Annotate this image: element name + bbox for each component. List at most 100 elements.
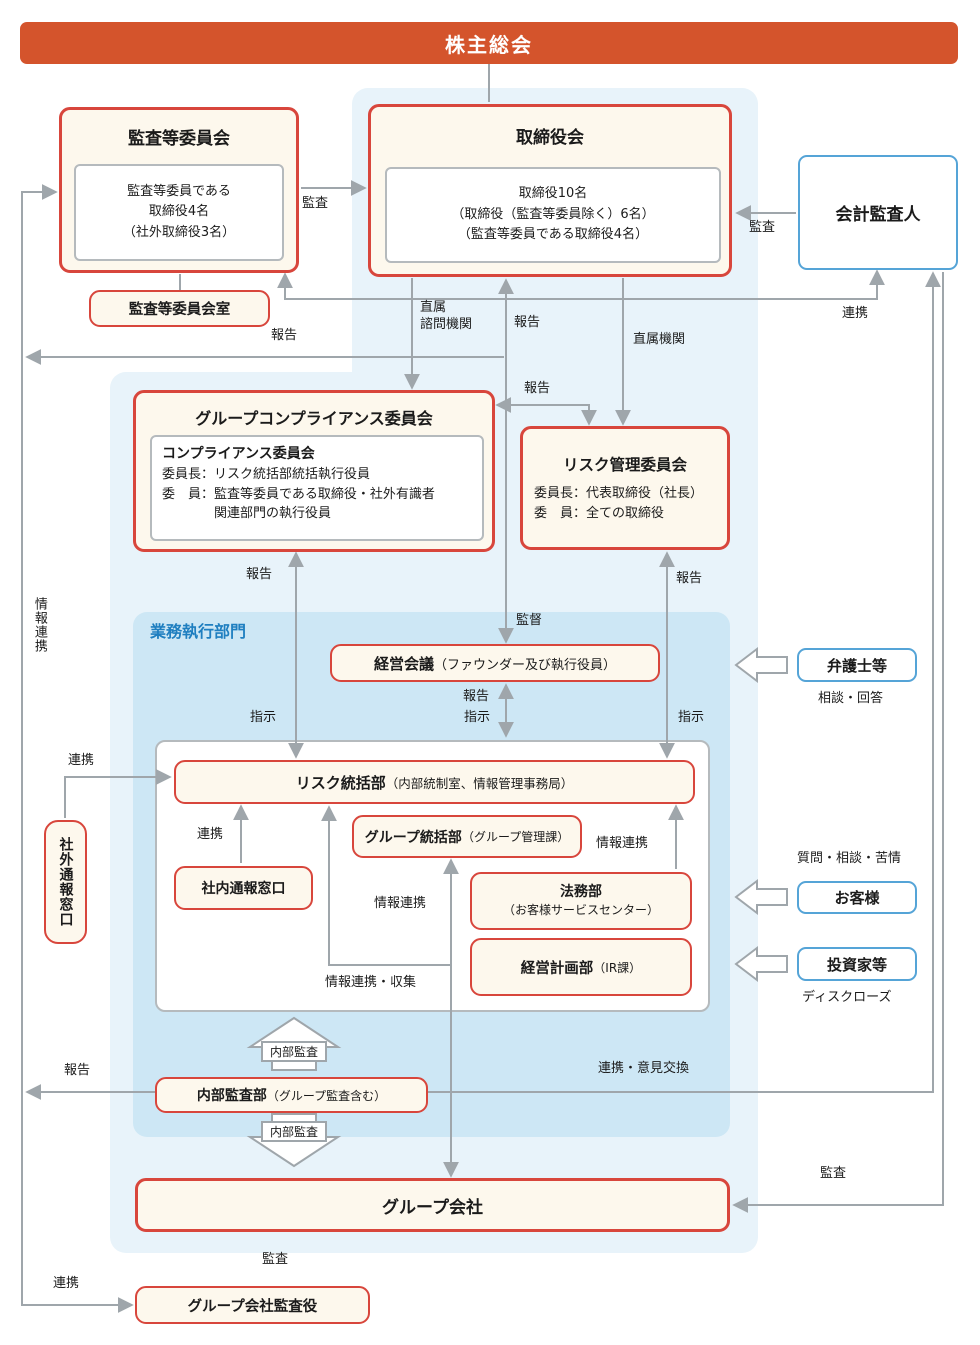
internal-audit-up-label: 内部監査 bbox=[269, 1045, 318, 1059]
internal-report-desk-title: 社内通報窓口 bbox=[201, 881, 286, 897]
label-hokoku-audit-dept: 報告 bbox=[64, 1063, 91, 1078]
label-chokuzoku-shimon: 直属 諮問機関 bbox=[420, 300, 473, 332]
label-renkei-internal: 連携 bbox=[197, 827, 224, 842]
audit-committee-line2: 取締役4名 bbox=[148, 204, 210, 220]
risk-management-committee-title: リスク管理委員会 bbox=[562, 456, 687, 474]
label-audit-to-board: 監査 bbox=[302, 196, 329, 211]
audit-committee-line1: 監査等委員である bbox=[127, 183, 231, 199]
compliance-committee-detail: コンプライアンス委員会 委員長：リスク統括部統括執行役員 委 員：監査等委員であ… bbox=[150, 435, 484, 541]
accounting-auditor-title: 会計監査人 bbox=[835, 205, 921, 225]
risk-control-dept-paren: （内部統制室、情報管理事務局） bbox=[385, 775, 574, 791]
investors-box: 投資家等 bbox=[797, 947, 917, 981]
internal-report-desk-box: 社内通報窓口 bbox=[174, 866, 313, 910]
group-control-dept-paren: （グループ管理課） bbox=[461, 830, 570, 844]
external-report-desk-box: 社外通報窓口 bbox=[44, 820, 87, 944]
label-joho-renkei-collect: 情報連携・収集 bbox=[325, 975, 417, 990]
label-renkei-iken: 連携・意見交換 bbox=[598, 1061, 690, 1076]
board-detail: 取締役10名 （取締役（監査等委員除く）6名） （監査等委員である取締役4名） bbox=[385, 167, 721, 263]
audit-committee-office-box: 監査等委員会室 bbox=[89, 290, 270, 327]
internal-audit-down-label: 内部監査 bbox=[269, 1125, 318, 1139]
board-line2: （取締役（監査等委員除く）6名） bbox=[451, 206, 655, 222]
lawyers-box: 弁護士等 bbox=[797, 648, 917, 682]
group-company-auditors-box: グループ会社監査役 bbox=[135, 1286, 370, 1324]
investors-title: 投資家等 bbox=[826, 955, 887, 974]
management-meeting-box: 経営会議（ファウンダー及び執行役員） bbox=[330, 644, 660, 682]
label-hokoku-left: 報告 bbox=[271, 328, 298, 343]
label-shitsumon: 質問・相談・苦情 bbox=[797, 851, 902, 866]
board-line3: （監査等委員である取締役4名） bbox=[457, 227, 649, 243]
customers-box: お客様 bbox=[797, 881, 917, 914]
label-joho-renkei-legal: 情報連携 bbox=[596, 836, 649, 851]
line-hokoku-committees bbox=[495, 397, 597, 426]
shareholders-meeting-banner: 株主総会 bbox=[20, 22, 958, 64]
internal-audit-dept-title: 内部監査部 bbox=[196, 1088, 267, 1104]
risk-management-committee-detail: 委員長：代表取締役（社長） 委 員：全ての取締役 bbox=[534, 484, 727, 524]
label-chokuzoku-kikan: 直属機関 bbox=[633, 332, 686, 347]
lawyers-title: 弁護士等 bbox=[826, 656, 887, 675]
label-hokoku-mgmt: 報告 bbox=[463, 689, 490, 704]
label-renkei-auditor: 連携 bbox=[842, 306, 869, 321]
group-control-dept-box: グループ統括部（グループ管理課） bbox=[352, 815, 582, 858]
internal-audit-dept-paren: （グループ監査含む） bbox=[266, 1088, 387, 1103]
group-company-auditors-title: グループ会社監査役 bbox=[187, 1298, 318, 1315]
label-hokoku-committees: 報告 bbox=[524, 381, 551, 396]
label-kansa-group: 監査 bbox=[820, 1166, 847, 1181]
label-kantoku: 監督 bbox=[516, 613, 543, 628]
label-shiji-mgmt: 指示 bbox=[464, 710, 491, 725]
audit-committee-detail: 監査等委員である 取締役4名 （社外取締役3名） bbox=[74, 164, 284, 261]
audit-committee-line3: （社外取締役3名） bbox=[122, 224, 236, 240]
label-hokoku-compliance: 報告 bbox=[246, 567, 273, 582]
line-auditdept-auditor bbox=[428, 271, 941, 1093]
line-rail-to-auditcmte bbox=[21, 184, 58, 356]
block-arrow-lawyers bbox=[734, 646, 788, 684]
audit-committee-office-title: 監査等委員会室 bbox=[128, 302, 231, 318]
internal-audit-down-badge: 内部監査 bbox=[261, 1121, 327, 1142]
customers-title: お客様 bbox=[834, 889, 880, 907]
label-shiji-left: 指示 bbox=[250, 710, 277, 725]
line-rail-to-groupauditors bbox=[21, 356, 134, 1313]
compliance-committee-subtitle: コンプライアンス委員会 bbox=[162, 446, 315, 462]
block-arrow-customers bbox=[734, 878, 788, 916]
line-auditor-groupco bbox=[732, 272, 944, 1213]
planning-dept-title: 経営計画部 bbox=[520, 960, 594, 977]
label-hokoku-risk: 報告 bbox=[676, 571, 703, 586]
label-auditor-to-board: 監査 bbox=[749, 220, 776, 235]
legal-dept-paren: （お客様サービスセンター） bbox=[502, 903, 659, 918]
legal-dept-title: 法務部 bbox=[560, 884, 602, 901]
label-hokoku-board: 報告 bbox=[514, 315, 541, 330]
line-renkei-auditor bbox=[277, 269, 885, 300]
risk-control-dept-title: リスク統括部 bbox=[295, 773, 386, 792]
label-joho-renkei-rail: 情報連携 bbox=[31, 597, 47, 653]
line-external-desk-renkei bbox=[64, 769, 172, 818]
shareholders-meeting-label: 株主総会 bbox=[445, 32, 533, 57]
label-shiji-right: 指示 bbox=[678, 710, 705, 725]
label-renkei-bottom: 連携 bbox=[53, 1276, 80, 1291]
block-arrow-investors bbox=[734, 945, 788, 983]
internal-audit-up-badge: 内部監査 bbox=[261, 1041, 327, 1062]
board-title: 取締役会 bbox=[516, 128, 584, 148]
label-kansa-group-auditors: 監査 bbox=[262, 1252, 289, 1267]
compliance-line2: 委 員：監査等委員である取締役・社外有識者 bbox=[162, 486, 435, 502]
group-companies-title: グループ会社 bbox=[382, 1197, 483, 1218]
group-control-dept-title: グループ統括部 bbox=[364, 829, 462, 846]
compliance-line1: 委員長：リスク統括部統括執行役員 bbox=[162, 467, 371, 482]
risk-management-committee-box: リスク管理委員会 委員長：代表取締役（社長） 委 員：全ての取締役 bbox=[520, 426, 730, 550]
audit-committee-title: 監査等委員会 bbox=[128, 129, 230, 149]
label-renkei-external: 連携 bbox=[68, 753, 95, 768]
planning-dept-box: 経営計画部（IR課） bbox=[470, 938, 692, 996]
risk-cmte-line2: 委 員：全ての取締役 bbox=[534, 506, 665, 522]
management-meeting-paren: （ファウンダー及び執行役員） bbox=[434, 657, 617, 673]
label-sodan-kaito: 相談・回答 bbox=[818, 691, 884, 706]
label-disclose: ディスクローズ bbox=[802, 990, 892, 1005]
legal-dept-box: 法務部 （お客様サービスセンター） bbox=[470, 872, 692, 930]
external-report-desk-title: 社外通報窓口 bbox=[57, 837, 74, 927]
internal-audit-dept-box: 内部監査部（グループ監査含む） bbox=[155, 1077, 428, 1113]
exec-division-label: 業務執行部門 bbox=[150, 622, 247, 641]
accounting-auditor-box: 会計監査人 bbox=[798, 155, 958, 270]
group-companies-box: グループ会社 bbox=[135, 1178, 730, 1232]
label-joho-renkei-mid: 情報連携 bbox=[374, 896, 427, 911]
board-box: 取締役会 取締役10名 （取締役（監査等委員除く）6名） （監査等委員である取締… bbox=[368, 104, 732, 277]
board-line1: 取締役10名 bbox=[518, 186, 588, 202]
management-meeting-title: 経営会議 bbox=[373, 654, 434, 673]
